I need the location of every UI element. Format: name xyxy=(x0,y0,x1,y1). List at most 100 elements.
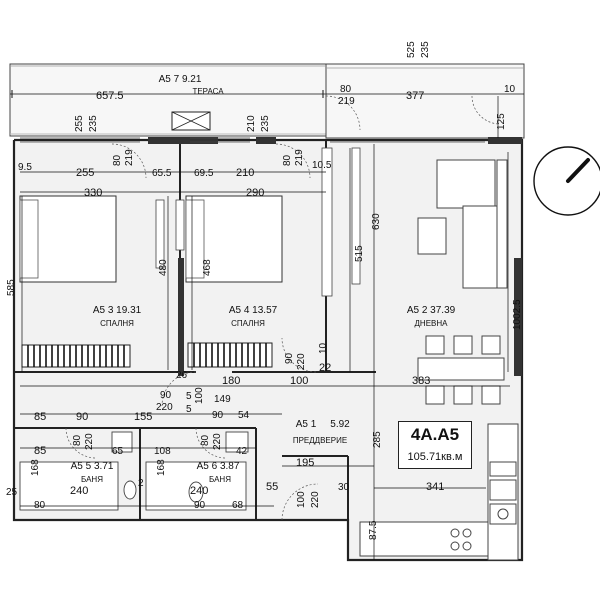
dim-label: 235 xyxy=(88,115,99,132)
dim-label: 630 xyxy=(371,213,382,230)
dim-label: 42 xyxy=(236,446,248,457)
dim-label: 480 xyxy=(158,259,169,276)
dim-label: 1002.5 xyxy=(512,299,523,330)
kitchen-counter xyxy=(359,423,519,561)
dim-label: 85 xyxy=(34,411,46,423)
dim-label: 585 xyxy=(6,279,17,296)
living-id: А5 2 37.39 xyxy=(407,305,456,316)
dim-label: 2 xyxy=(138,478,144,489)
terrace-id: А5 7 9.21 xyxy=(159,74,202,85)
vent-icon xyxy=(171,111,211,131)
dim-label: 80 xyxy=(340,84,352,95)
bath2-name: БАНЯ xyxy=(209,475,231,484)
dim-label: 155 xyxy=(134,411,152,423)
structural-columns xyxy=(148,137,522,376)
dim-label: 10 xyxy=(318,342,329,354)
dim-label: 22 xyxy=(319,362,331,374)
dim-label: 195 xyxy=(296,457,314,469)
dim-label: 220 xyxy=(296,353,307,370)
dim-label: 220 xyxy=(84,433,95,450)
dim-label: 468 xyxy=(202,259,213,276)
railing xyxy=(10,65,524,69)
dim-label: 90 xyxy=(194,500,206,511)
north-compass-icon xyxy=(533,146,600,216)
bath1-name: БАНЯ xyxy=(81,475,103,484)
bath1-id: А5 5 3.71 xyxy=(71,461,114,472)
dim-label: 100 xyxy=(194,387,205,404)
dim-label: 657.5 xyxy=(96,90,124,102)
dim-label: 515 xyxy=(354,245,365,262)
dim-label: 90 xyxy=(212,410,224,421)
dim-label: 69.5 xyxy=(194,168,214,179)
dim-label: 219 xyxy=(294,149,305,166)
dim-label: 290 xyxy=(246,187,264,199)
dim-label: 235 xyxy=(420,41,431,58)
dim-label: 65.5 xyxy=(152,168,172,179)
dimension-lines xyxy=(20,96,510,560)
wardrobe-1 xyxy=(21,344,131,368)
dim-label: 25 xyxy=(6,487,18,498)
terrace-name: ТЕРАСА xyxy=(192,87,224,96)
dim-label: 285 xyxy=(372,431,383,448)
dim-label: 341 xyxy=(426,481,444,493)
dim-label: 87.5 xyxy=(368,520,379,540)
dim-label: 210 xyxy=(246,115,257,132)
sliding-panels xyxy=(155,147,333,297)
dim-label: 10.5 xyxy=(312,160,332,171)
dim-label: 377 xyxy=(406,90,424,102)
bedroom2-id: А5 4 13.57 xyxy=(229,305,278,316)
dim-label: 100 xyxy=(296,491,307,508)
hall-id: А5 1 xyxy=(296,419,317,430)
dim-label: 240 xyxy=(70,485,88,497)
living-name: ДНЕВНА xyxy=(415,319,449,328)
terrace-right xyxy=(325,63,525,139)
dim-label: 9.5 xyxy=(18,162,32,173)
dim-label: 383 xyxy=(412,375,430,387)
wardrobe-2 xyxy=(187,342,273,368)
dim-label: 240 xyxy=(190,485,208,497)
dining-table xyxy=(417,335,505,405)
unit-label-box: 4А.А5 105.71кв.м xyxy=(398,421,472,469)
dim-label: 80 xyxy=(282,154,293,166)
dim-label: 220 xyxy=(310,491,321,508)
tv-unit xyxy=(351,147,361,285)
dim-label: 235 xyxy=(260,115,271,132)
bedroom1-name: СПАЛНЯ xyxy=(100,319,134,328)
dim-label: 54 xyxy=(238,410,250,421)
terrace xyxy=(9,63,327,137)
coffee-table xyxy=(417,217,447,255)
dim-label: 80 xyxy=(72,434,83,446)
bedroom2-name: СПАЛНЯ xyxy=(231,319,265,328)
dim-label: 5 xyxy=(186,391,192,402)
dim-label: 65 xyxy=(112,446,124,457)
dim-label: 80 xyxy=(34,500,46,511)
dim-label: 149 xyxy=(214,394,231,405)
dim-label: 90 xyxy=(284,352,295,364)
dim-label: 330 xyxy=(84,187,102,199)
sofa xyxy=(436,159,508,289)
door-swings xyxy=(65,95,501,521)
dim-label: 90 xyxy=(76,411,88,423)
dim-label: 210 xyxy=(236,167,254,179)
dim-label: 30 xyxy=(338,482,350,493)
dim-label: 219 xyxy=(338,96,355,107)
bedroom1-id: А5 3 19.31 xyxy=(93,305,142,316)
dim-label: 220 xyxy=(156,402,173,413)
dim-label: 168 xyxy=(156,459,167,476)
unit-code: 4А.А5 xyxy=(410,425,460,444)
bath-fixtures xyxy=(19,431,249,511)
dim-label: 26 xyxy=(176,370,188,381)
dim-label: 255 xyxy=(74,115,85,132)
dim-label: 80 xyxy=(200,434,211,446)
dim-label: 220 xyxy=(212,433,223,450)
windows xyxy=(20,137,485,143)
dim-label: 10 xyxy=(504,84,516,95)
dim-label: 255 xyxy=(76,167,94,179)
dim-label: 85 xyxy=(34,445,46,457)
dim-label: 125 xyxy=(496,113,507,130)
dim-label: 55 xyxy=(266,481,278,493)
hall-name: ПРЕДДВЕРИЕ xyxy=(293,436,347,445)
dim-label: 5 xyxy=(186,404,192,415)
dim-label: 108 xyxy=(154,446,171,457)
